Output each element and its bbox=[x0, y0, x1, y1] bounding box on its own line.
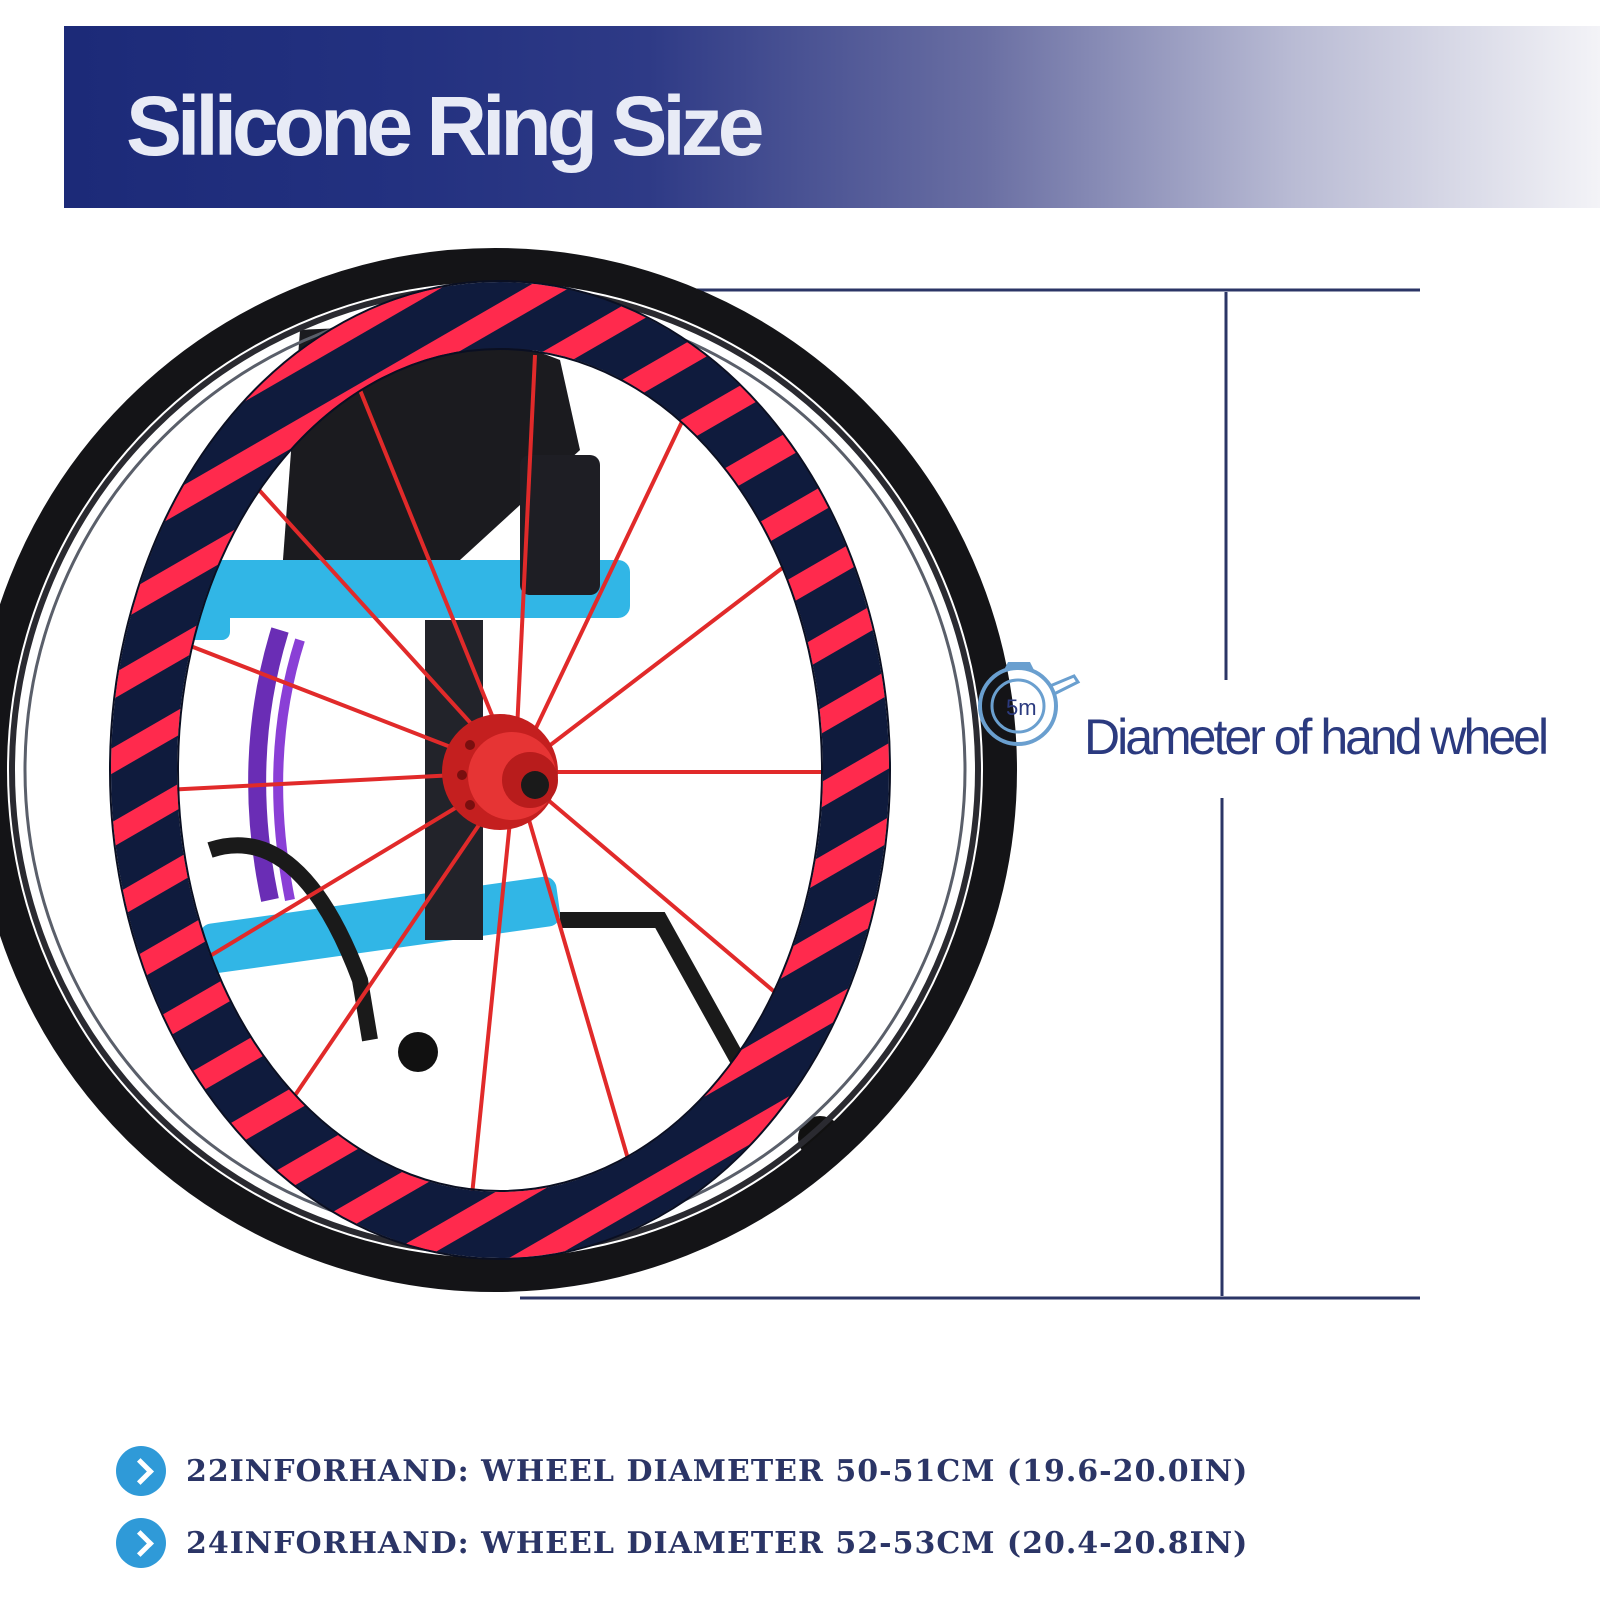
size-option-text: 22INFORHAND: WHEEL DIAMETER 50-51CM (19.… bbox=[186, 1453, 1249, 1489]
chevron-right-icon bbox=[116, 1518, 166, 1568]
tape-icon-text: 5m bbox=[1006, 695, 1037, 720]
silicone-hand-ring bbox=[111, 282, 889, 1258]
chevron-right-icon bbox=[116, 1446, 166, 1496]
tape-measure-icon: 5m bbox=[978, 662, 1081, 746]
size-option-text: 24INFORHAND: WHEEL DIAMETER 52-53CM (20.… bbox=[186, 1525, 1249, 1561]
size-option: 24INFORHAND: WHEEL DIAMETER 52-53CM (20.… bbox=[116, 1518, 1248, 1568]
size-option: 22INFORHAND: WHEEL DIAMETER 50-51CM (19.… bbox=[116, 1446, 1248, 1496]
banner-title: Silicone Ring Size bbox=[126, 79, 764, 173]
title-banner bbox=[64, 26, 1600, 208]
wheel-hub bbox=[442, 714, 558, 830]
tyre bbox=[0, 248, 1017, 1292]
diameter-label: Diameter of hand wheel bbox=[1084, 709, 1549, 765]
